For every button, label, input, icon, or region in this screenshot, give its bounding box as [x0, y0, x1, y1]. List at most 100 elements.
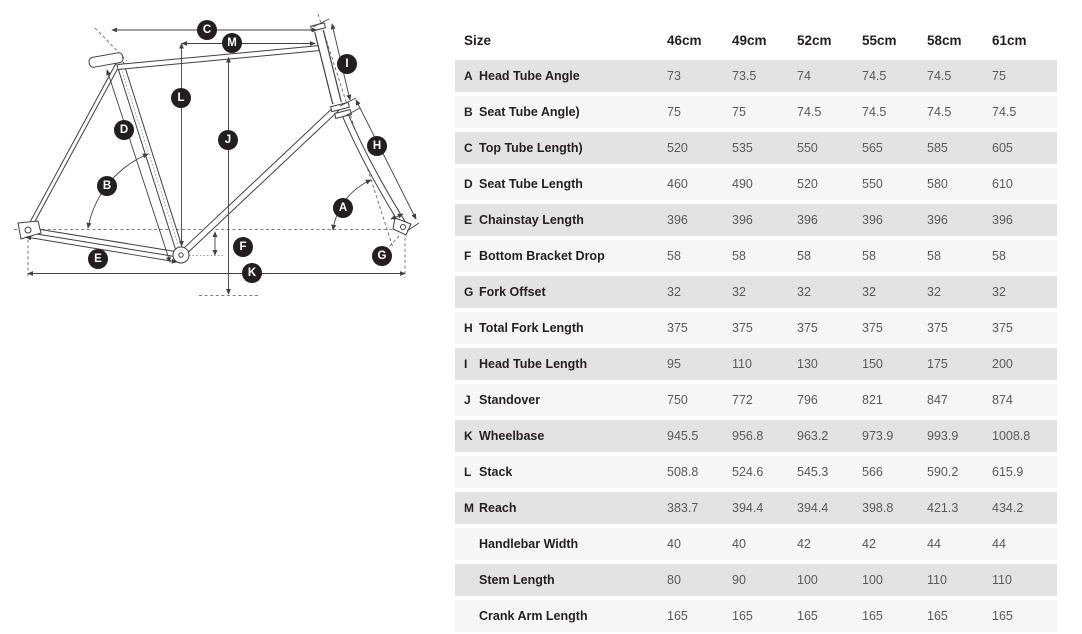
size-column-header: Size [464, 32, 492, 48]
row-label: Reach [479, 501, 517, 515]
diagram-label-l: L [171, 88, 191, 108]
cell-value: 32 [667, 285, 681, 299]
cell-value: 75 [667, 105, 681, 119]
cell-value: 973.9 [862, 429, 894, 443]
cell-value: 165 [992, 609, 1013, 623]
table-row: L Stack 508.8 524.6 545.3 566 590.2 615.… [455, 454, 1057, 490]
cell-value: 80 [667, 573, 681, 587]
cell-value: 44 [992, 537, 1006, 551]
cell-value: 74 [797, 69, 811, 83]
row-letter: D [464, 177, 473, 191]
cell-value: 590.2 [927, 465, 959, 479]
cell-value: 375 [927, 321, 948, 335]
cell-value: 956.8 [732, 429, 764, 443]
table-row: C Top Tube Length) 520 535 550 565 585 6… [455, 130, 1057, 166]
cell-value: 165 [797, 609, 818, 623]
cell-value: 508.8 [667, 465, 699, 479]
table-row: E Chainstay Length 396 396 396 396 396 3… [455, 202, 1057, 238]
row-label: Seat Tube Length [479, 177, 583, 191]
diagram-label-d: D [114, 120, 134, 140]
cell-value: 460 [667, 177, 688, 191]
row-label: Stack [479, 465, 513, 479]
cell-value: 95 [667, 357, 681, 371]
cell-value: 610 [992, 177, 1013, 191]
cell-value: 32 [927, 285, 941, 299]
row-label: Head Tube Angle [479, 69, 580, 83]
diagram-label-e: E [88, 249, 108, 269]
cell-value: 165 [862, 609, 883, 623]
table-header-row: Size 46cm 49cm 52cm 55cm 58cm 61cm [455, 22, 1057, 58]
cell-value: 165 [732, 609, 753, 623]
cell-value: 963.2 [797, 429, 829, 443]
row-letter: E [464, 213, 473, 227]
table-row: Stem Length 80 90 100 100 110 110 [455, 562, 1057, 598]
table-row: I Head Tube Length 95 110 130 150 175 20… [455, 346, 1057, 382]
cell-value: 545.3 [797, 465, 829, 479]
cell-value: 772 [732, 393, 753, 407]
row-label: Crank Arm Length [479, 609, 588, 623]
table-row: M Reach 383.7 394.4 394.4 398.8 421.3 43… [455, 490, 1057, 526]
diagram-label-j: J [218, 130, 238, 150]
cell-value: 750 [667, 393, 688, 407]
column-header-49cm: 49cm [732, 32, 767, 48]
cell-value: 566 [862, 465, 883, 479]
cell-value: 40 [667, 537, 681, 551]
table-row: G Fork Offset 32 32 32 32 32 32 [455, 274, 1057, 310]
cell-value: 73 [667, 69, 681, 83]
cell-value: 32 [862, 285, 876, 299]
cell-value: 383.7 [667, 501, 699, 515]
cell-value: 75 [732, 105, 746, 119]
cell-value: 396 [797, 213, 818, 227]
cell-value: 130 [797, 357, 818, 371]
column-header-46cm: 46cm [667, 32, 702, 48]
diagram-label-f: F [233, 237, 253, 257]
frame-diagram-drawing [14, 13, 420, 296]
cell-value: 58 [667, 249, 681, 263]
row-letter: C [464, 141, 473, 155]
diagram-label-i: I [337, 54, 357, 74]
cell-value: 434.2 [992, 501, 1024, 515]
cell-value: 375 [667, 321, 688, 335]
row-letter: H [464, 321, 473, 335]
table-row: F Bottom Bracket Drop 58 58 58 58 58 58 [455, 238, 1057, 274]
cell-value: 58 [927, 249, 941, 263]
table-row: J Standover 750 772 796 821 847 874 [455, 382, 1057, 418]
table-row: H Total Fork Length 375 375 375 375 375 … [455, 310, 1057, 346]
cell-value: 74.5 [862, 69, 887, 83]
cell-value: 175 [927, 357, 948, 371]
row-label: Chainstay Length [479, 213, 584, 227]
table-row: B Seat Tube Angle) 75 75 74.5 74.5 74.5 … [455, 94, 1057, 130]
row-label: Handlebar Width [479, 537, 579, 551]
row-label: Fork Offset [479, 285, 546, 299]
diagram-label-m: M [222, 33, 242, 53]
cell-value: 42 [797, 537, 811, 551]
cell-value: 375 [992, 321, 1013, 335]
row-label: Standover [479, 393, 541, 407]
cell-value: 110 [732, 357, 752, 371]
row-letter: A [464, 69, 473, 83]
cell-value: 398.8 [862, 501, 894, 515]
row-letter: K [464, 429, 473, 443]
headset-cup [330, 101, 350, 113]
cell-value: 490 [732, 177, 753, 191]
cell-value: 73.5 [732, 69, 757, 83]
cell-value: 32 [797, 285, 811, 299]
cell-value: 394.4 [797, 501, 829, 515]
row-label: Head Tube Length [479, 357, 588, 371]
row-letter: L [464, 465, 472, 479]
cell-value: 58 [992, 249, 1006, 263]
row-label: Total Fork Length [479, 321, 584, 335]
column-header-55cm: 55cm [862, 32, 897, 48]
row-label: Stem Length [479, 573, 555, 587]
row-label: Wheelbase [479, 429, 545, 443]
cell-value: 110 [992, 573, 1012, 587]
cell-value: 40 [732, 537, 746, 551]
cell-value: 150 [862, 357, 883, 371]
cell-value: 42 [862, 537, 876, 551]
cell-value: 993.9 [927, 429, 959, 443]
cell-value: 74.5 [927, 105, 952, 119]
row-letter: B [464, 105, 473, 119]
cell-value: 375 [732, 321, 753, 335]
cell-value: 847 [927, 393, 948, 407]
cell-value: 74.5 [797, 105, 822, 119]
